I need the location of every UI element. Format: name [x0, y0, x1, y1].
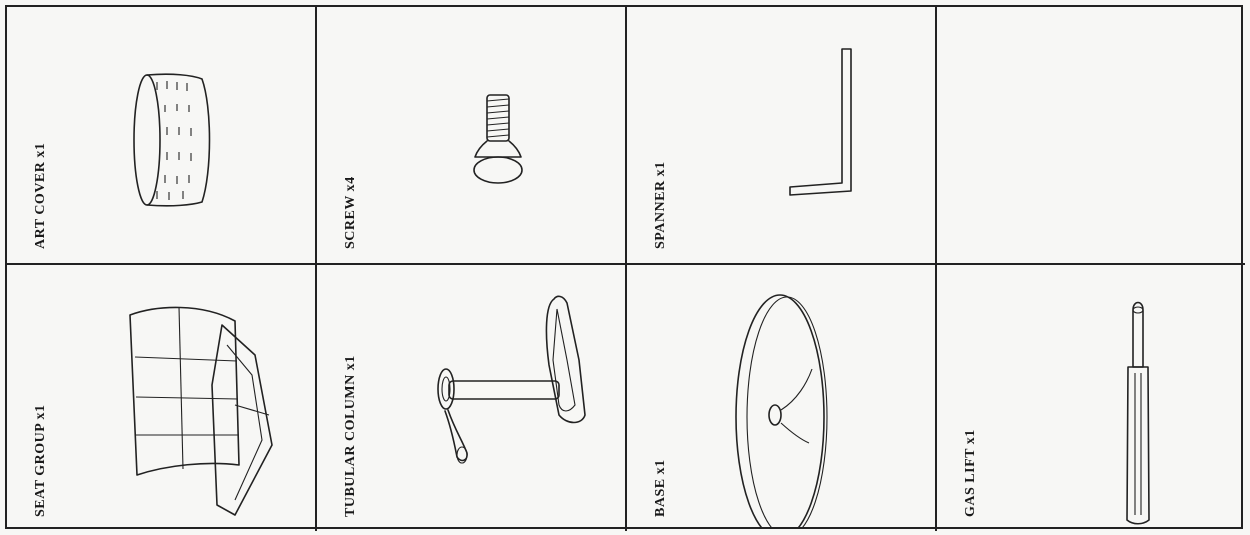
part-cell-base: BASE x1	[627, 265, 937, 531]
screw-icon	[473, 94, 523, 184]
part-cell-spanner: SPANNER x1	[627, 7, 937, 265]
base-icon	[735, 294, 828, 529]
part-cell-empty	[937, 7, 1245, 265]
tubular-column-icon	[437, 295, 586, 464]
art-cover-icon	[133, 73, 211, 207]
parts-sheet: ART COVER x1 SCREW x4	[5, 5, 1245, 531]
part-cell-screw: SCREW x4	[317, 7, 627, 265]
part-cell-gas-lift: GAS LIFT x1	[937, 265, 1245, 531]
gas-lift-icon	[1126, 301, 1150, 525]
part-cell-tubular-column: TUBULAR COLUMN x1	[317, 265, 627, 531]
seat-group-icon	[129, 306, 273, 516]
parts-grid: ART COVER x1 SCREW x4	[5, 5, 1245, 531]
part-cell-seat-group: SEAT GROUP x1	[7, 265, 317, 531]
spanner-icon	[789, 48, 852, 196]
part-cell-art-cover: ART COVER x1	[7, 7, 317, 265]
